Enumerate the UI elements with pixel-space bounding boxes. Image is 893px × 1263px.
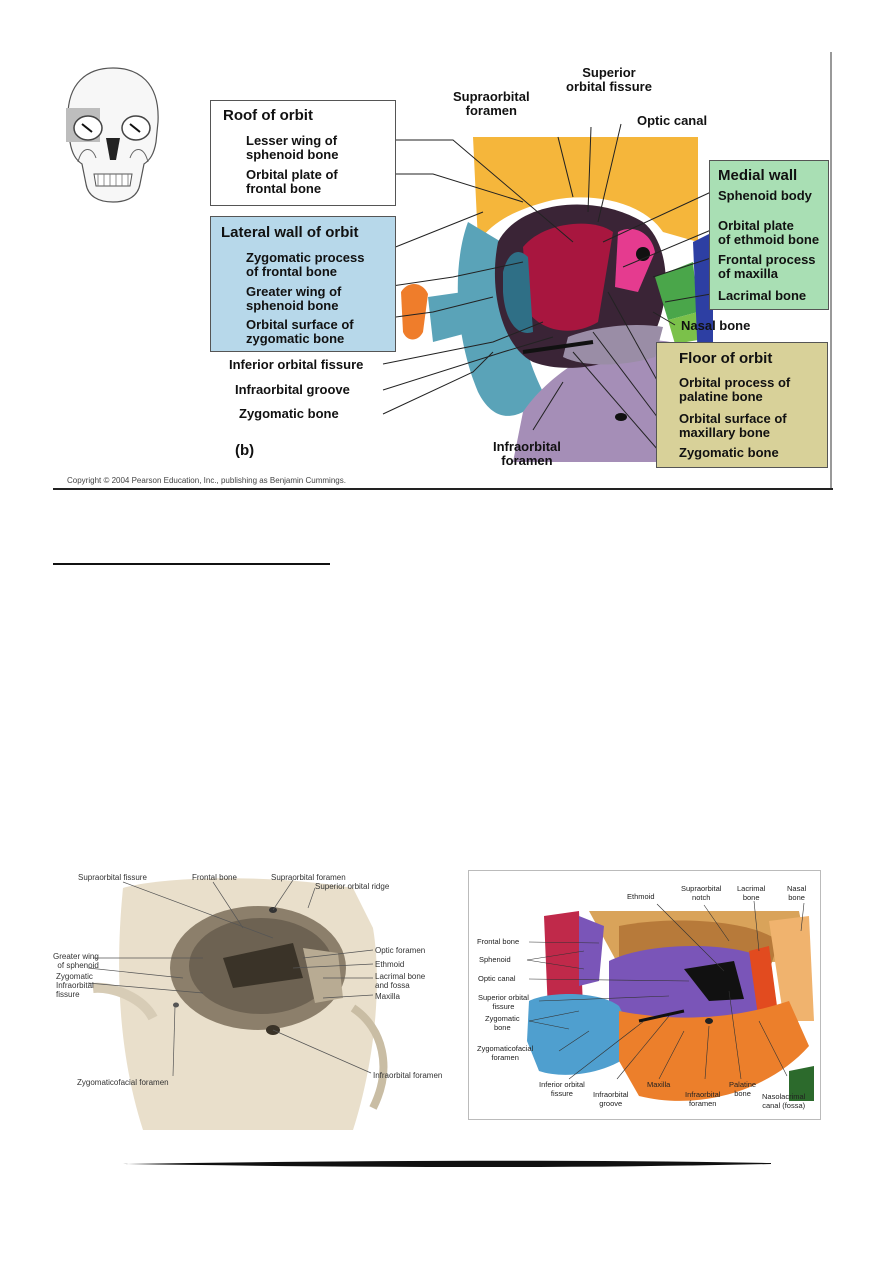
decorative-divider bbox=[123, 1160, 771, 1168]
right-label-infraorbital-foramen: Infraorbital foramen bbox=[685, 1090, 721, 1108]
label-zygomatic-bone-left: Zygomatic bone bbox=[239, 406, 339, 421]
right-label-zygomaticofacial-foramen: Zygomaticofacial foramen bbox=[477, 1044, 534, 1062]
right-label-supraorbital-notch: Supraorbital notch bbox=[681, 884, 722, 902]
right-label-maxilla: Maxilla bbox=[647, 1080, 671, 1089]
top-figure: Roof of orbit Lesser wing of sphenoid bo… bbox=[53, 52, 834, 492]
right-label-infraorbital-groove: Infraorbital groove bbox=[593, 1090, 629, 1108]
figure-bottom-rule bbox=[53, 488, 833, 490]
right-label-sphenoid: Sphenoid bbox=[479, 955, 511, 964]
lateral-wall-box: Lateral wall of orbit Zygomatic process … bbox=[210, 216, 396, 352]
left-label-supraorbital-foramen: Supraorbital foramen bbox=[271, 873, 346, 882]
roof-item-lesser-wing: Lesser wing of sphenoid bone bbox=[246, 133, 339, 162]
colored-orbit-illustration bbox=[527, 905, 820, 1119]
lateral-title: Lateral wall of orbit bbox=[221, 224, 359, 241]
right-figure-leaders bbox=[526, 900, 805, 1080]
left-label-superior-orbital-ridge: Superior orbital ridge bbox=[315, 882, 390, 891]
medial-item-lacrimal-bone: Lacrimal bone bbox=[718, 288, 807, 303]
label-superior-orbital-fissure: Superior orbital fissure bbox=[566, 65, 652, 94]
floor-item-zygomatic: Zygomatic bone bbox=[679, 445, 779, 460]
skull-photo-illustration bbox=[53, 868, 465, 1130]
left-label-ethmoid: Ethmoid bbox=[375, 960, 405, 969]
label-supraorbital-foramen: Supraorbital foramen bbox=[453, 89, 530, 118]
right-label-superior-orbital-fissure: Superior orbital fissure bbox=[478, 993, 529, 1011]
skull-thumbnail bbox=[66, 67, 159, 203]
lateral-item-orbital-surface: Orbital surface of zygomatic bone bbox=[246, 317, 354, 346]
figure-right-border bbox=[830, 52, 832, 488]
lateral-item-greater-wing: Greater wing of sphenoid bone bbox=[246, 284, 342, 313]
right-label-nasal-bone: Nasal bone bbox=[787, 884, 807, 902]
left-label-maxilla: Maxilla bbox=[375, 992, 400, 1001]
left-label-optic-foramen: Optic foramen bbox=[375, 946, 426, 955]
label-inferior-orbital-fissure: Inferior orbital fissure bbox=[229, 357, 364, 372]
floor-title: Floor of orbit bbox=[679, 350, 773, 367]
right-label-nasolacrimal-canal: Nasolacrimal canal (fossa) bbox=[762, 1092, 806, 1110]
roof-of-orbit-box: Roof of orbit Lesser wing of sphenoid bo… bbox=[210, 100, 396, 206]
left-label-greater-wing: Greater wing of sphenoid bbox=[53, 952, 99, 970]
panel-letter: (b) bbox=[235, 442, 255, 459]
left-label-infraorbital-fissure: Infraorbital fissure bbox=[56, 981, 94, 999]
medial-item-frontal-process: Frontal process of maxilla bbox=[718, 252, 816, 281]
label-nasal-bone: Nasal bone bbox=[681, 318, 751, 333]
left-figure-leaders bbox=[87, 879, 374, 1077]
right-label-palatine-bone: Palatine bone bbox=[729, 1080, 757, 1098]
left-label-infraorbital-foramen: Infraorbital foramen bbox=[373, 1071, 443, 1080]
left-label-zygomatic: Zygomatic bbox=[56, 972, 93, 981]
medial-wall-box: Medial wall Sphenoid body Orbital plate … bbox=[709, 160, 829, 310]
section-heading-underline bbox=[53, 563, 330, 565]
roof-title: Roof of orbit bbox=[223, 107, 313, 124]
left-label-frontal-bone: Frontal bone bbox=[192, 873, 237, 882]
leader-lines bbox=[350, 123, 712, 451]
bottom-right-figure: Ethmoid Supraorbital notch Lacrimal bone… bbox=[468, 870, 821, 1120]
right-label-zygomatic-bone: Zygomatic bone bbox=[485, 1014, 520, 1032]
right-label-optic-canal: Optic canal bbox=[478, 974, 516, 983]
floor-item-palatine: Orbital process of palatine bone bbox=[679, 375, 791, 404]
left-label-lacrimal: Lacrimal bone and fossa bbox=[375, 972, 426, 990]
right-label-inferior-orbital-fissure: Inferior orbital fissure bbox=[539, 1080, 585, 1098]
lateral-item-zygomatic-process: Zygomatic process of frontal bone bbox=[246, 250, 365, 279]
medial-item-sphenoid-body: Sphenoid body bbox=[718, 188, 812, 203]
label-optic-canal: Optic canal bbox=[637, 113, 708, 128]
roof-item-orbital-plate: Orbital plate of frontal bone bbox=[246, 167, 338, 196]
right-label-ethmoid: Ethmoid bbox=[627, 892, 655, 901]
copyright-line: Copyright © 2004 Pearson Education, Inc.… bbox=[67, 476, 346, 485]
right-label-lacrimal-bone: Lacrimal bone bbox=[737, 884, 766, 902]
floor-item-maxillary: Orbital surface of maxillary bone bbox=[679, 411, 787, 440]
label-infraorbital-groove: Infraorbital groove bbox=[235, 382, 350, 397]
left-label-supraorbital-fissure: Supraorbital fissure bbox=[78, 873, 147, 882]
label-infraorbital-foramen: Infraorbital foramen bbox=[493, 439, 561, 468]
right-label-frontal-bone: Frontal bone bbox=[477, 937, 520, 946]
left-label-zygomaticofacial: Zygomaticofacial foramen bbox=[77, 1078, 169, 1087]
floor-of-orbit-box: Floor of orbit Orbital process of palati… bbox=[656, 342, 828, 468]
medial-item-orbital-plate: Orbital plate of ethmoid bone bbox=[718, 218, 820, 247]
bottom-left-figure: Supraorbital fissure Frontal bone Suprao… bbox=[53, 868, 465, 1130]
medial-title: Medial wall bbox=[718, 167, 798, 184]
